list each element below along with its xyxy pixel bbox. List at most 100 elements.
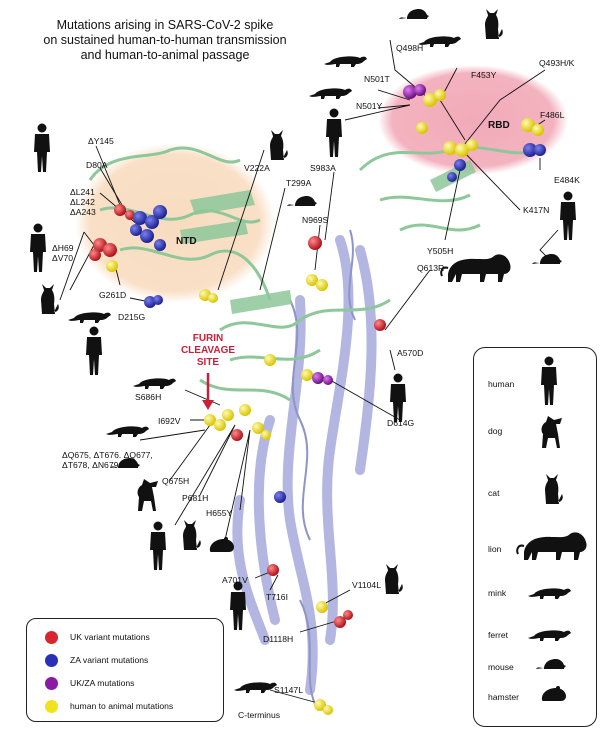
label-q675-line-2: ΔT678, ΔN679	[62, 460, 119, 470]
label-a570d: A570D	[397, 348, 424, 358]
label-n969s: N969S	[302, 215, 329, 225]
label-d215g: D215G	[118, 312, 146, 322]
human-icon	[560, 191, 576, 240]
label-v222a: V222A	[244, 163, 270, 173]
label-n501t: N501T	[364, 74, 390, 84]
ferret-icon	[528, 630, 571, 641]
label-p681h: P681H	[182, 493, 209, 503]
species-mouse: mouse	[488, 662, 514, 672]
label-q613r: Q613R	[417, 263, 445, 273]
cat-icon	[545, 474, 563, 504]
legend-label: UK variant mutations	[70, 632, 150, 642]
human-icon	[86, 326, 102, 375]
species-human: human	[488, 379, 515, 389]
label-q493hk: Q493H/K	[539, 58, 575, 68]
lion-icon	[516, 531, 588, 561]
cat-icon	[270, 130, 288, 160]
label-d80a: D80A	[86, 160, 108, 170]
title-line-1: Mutations arising in SARS-CoV-2 spike	[56, 18, 274, 32]
legend-dot	[45, 676, 58, 690]
label-a701v: A701V	[222, 575, 248, 585]
label-l241-3: ΔA243	[70, 207, 96, 217]
human-icon	[326, 108, 342, 157]
mink-icon	[309, 88, 352, 99]
rbd-glow	[378, 65, 568, 175]
label-f453y: F453Y	[471, 70, 497, 80]
label-l241: ΔL241 ΔL242 ΔA243	[70, 187, 96, 217]
mouse-icon	[287, 196, 317, 206]
label-q498h: Q498H	[396, 43, 424, 53]
hamster-icon	[541, 686, 566, 701]
mutation-spheres	[89, 84, 546, 715]
species-legend: human dog cat lion mink ferret mouse ham…	[473, 347, 597, 727]
legend-label: human to animal mutations	[70, 701, 174, 711]
label-h69-1: ΔH69	[52, 243, 74, 253]
title-line-2: on sustained human-to-human transmission	[43, 33, 287, 47]
color-legend: UK variant mutations ZA variant mutation…	[26, 618, 224, 722]
label-h69: ΔH69 ΔV70	[52, 243, 74, 263]
mink-icon	[418, 36, 461, 47]
label-y145: ΔY145	[88, 136, 114, 146]
legend-item-ukza: UK/ZA mutations	[45, 673, 134, 693]
furin-arrow	[202, 373, 214, 410]
label-q675-deletions: ΔQ675, ΔT676. ΔQ677, ΔT678, ΔN679	[62, 450, 153, 470]
label-l241-2: ΔL242	[70, 197, 95, 207]
mouse-icon	[536, 659, 566, 669]
label-i692v: I692V	[158, 416, 181, 426]
ferret-icon	[106, 426, 149, 437]
label-f486l: F486L	[540, 110, 565, 120]
rbd-label: RBD	[488, 120, 510, 131]
label-l241-1: ΔL241	[70, 187, 95, 197]
species-icons	[516, 356, 588, 701]
mink-icon	[528, 588, 571, 599]
label-e484k: E484K	[554, 175, 580, 185]
label-t299a: T299A	[286, 178, 312, 188]
label-d614g: D614G	[387, 418, 415, 428]
legend-label: UK/ZA mutations	[70, 678, 135, 688]
human-icon	[150, 521, 166, 570]
legend-item-uk: UK variant mutations	[45, 627, 150, 647]
label-y505h: Y505H	[427, 246, 454, 256]
label-g261d: G261D	[99, 290, 127, 300]
title-line-3: and human-to-animal passage	[80, 48, 250, 62]
hamster-icon	[209, 537, 234, 552]
label-s686h: S686H	[135, 392, 162, 402]
mink-icon	[324, 56, 367, 67]
human-icon	[34, 123, 50, 172]
human-icon	[30, 223, 46, 272]
label-s1147l: S1147L	[274, 685, 303, 695]
label-h69-2: ΔV70	[52, 253, 74, 263]
legend-dot	[45, 630, 58, 644]
ntd-label: NTD	[176, 236, 197, 247]
dog-icon	[137, 479, 158, 511]
species-cat: cat	[488, 488, 500, 498]
label-c-terminus: C-terminus	[238, 710, 281, 720]
label-t716i: T716I	[266, 592, 288, 602]
ferret-icon	[234, 682, 277, 693]
ntd-glow	[75, 143, 275, 303]
label-k417n: K417N	[523, 205, 550, 215]
diagram-title: Mutations arising in SARS-CoV-2 spike on…	[40, 18, 290, 63]
legend-item-animal: human to animal mutations	[45, 696, 173, 716]
lion-icon	[440, 253, 512, 283]
label-q675-line-1: ΔQ675, ΔT676. ΔQ677,	[62, 450, 153, 460]
label-v1104l: V1104L	[352, 580, 381, 590]
legend-item-za: ZA variant mutations	[45, 650, 148, 670]
label-n501y: N501Y	[356, 101, 383, 111]
cat-icon	[183, 520, 201, 550]
cat-icon	[485, 9, 503, 39]
cat-icon	[385, 564, 403, 594]
species-dog: dog	[488, 426, 503, 436]
human-icon	[390, 373, 406, 422]
legend-dot	[45, 653, 58, 667]
label-h655y: H655Y	[206, 508, 233, 518]
species-mink: mink	[488, 588, 507, 598]
legend-label: ZA variant mutations	[70, 655, 149, 665]
species-hamster: hamster	[488, 692, 520, 702]
furin-line-3: SITE	[196, 357, 220, 368]
mouse-icon	[532, 254, 562, 264]
human-icon	[541, 356, 557, 405]
dog-icon	[541, 416, 562, 448]
label-q675h: Q675H	[162, 476, 190, 486]
furin-line-1: FURIN	[192, 333, 224, 344]
